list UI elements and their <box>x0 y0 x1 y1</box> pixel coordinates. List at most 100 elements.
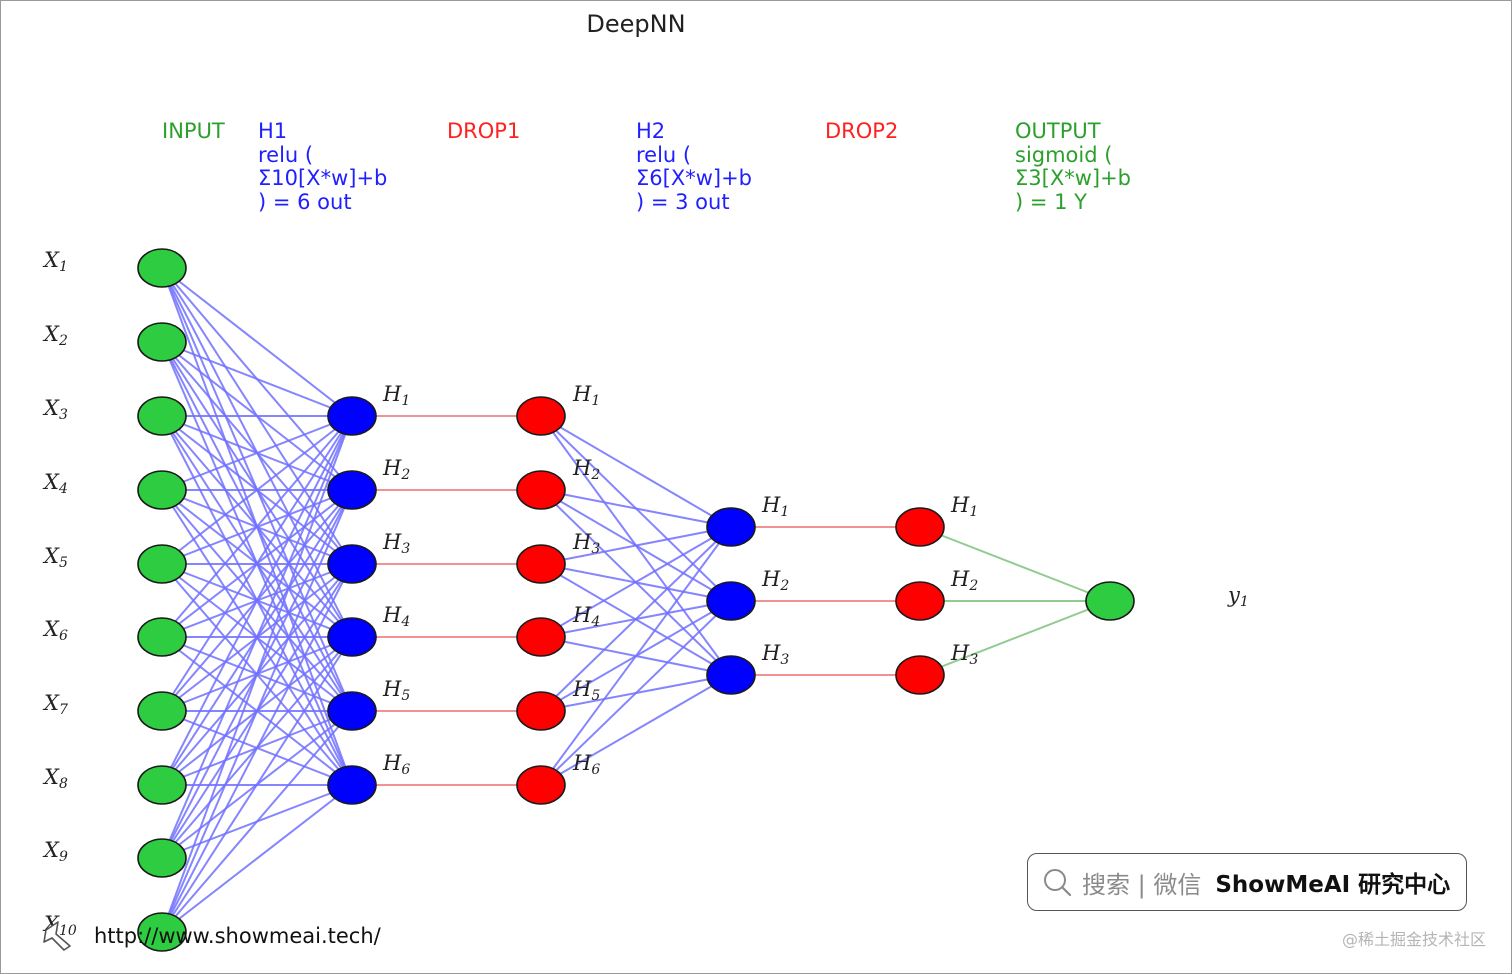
dense-edge-input-h1 <box>161 710 353 933</box>
output-node-label: y1 <box>1228 583 1249 610</box>
layer-label-input: INPUT <box>162 119 225 143</box>
dense-edge-input-h1 <box>161 415 353 859</box>
input-node <box>137 396 187 436</box>
hidden2-node-label: H3 <box>762 641 790 668</box>
dense-edge-input-h1 <box>161 415 353 491</box>
node-layer <box>137 248 1135 952</box>
input-node-label: X9 <box>44 838 68 865</box>
drop1-node <box>516 544 566 584</box>
output-edge <box>919 526 1111 602</box>
dense-edge-drop1-h2 <box>540 526 732 712</box>
dense-edge-drop1-h2 <box>540 600 732 786</box>
dense-edge-drop1-h2 <box>540 674 732 786</box>
dense-edge-input-h1 <box>161 415 353 933</box>
drop1-node-label: H5 <box>573 677 601 704</box>
drop1-node <box>516 765 566 805</box>
input-node <box>137 248 187 288</box>
drop2-node <box>895 507 945 547</box>
dense-edge-input-h1 <box>161 489 353 933</box>
dense-edge-input-h1 <box>161 341 353 417</box>
hidden2-node-label: H1 <box>762 493 790 520</box>
drop1-node-label: H1 <box>573 382 601 409</box>
drop2-node <box>895 655 945 695</box>
hidden1-node <box>327 396 377 436</box>
site-url[interactable]: http://www.showmeai.tech/ <box>94 924 381 948</box>
input-node-label: X2 <box>44 322 68 349</box>
input-node-label: X7 <box>44 691 68 718</box>
drop1-node-label: H3 <box>573 530 601 557</box>
output-edge <box>919 600 1111 676</box>
input-node-label: X4 <box>44 470 68 497</box>
dense-edge-input-h1 <box>161 415 353 565</box>
layer-label-h2: H2 relu ( Σ6[X*w]+b ) = 3 out <box>636 119 753 214</box>
hidden1-node-label: H5 <box>383 677 411 704</box>
dense-edge-input-h1 <box>161 784 353 933</box>
input-node <box>137 544 187 584</box>
drop1-node-label: H6 <box>573 751 601 778</box>
dense-edge-drop1-h2 <box>540 489 732 528</box>
drop2-node-label: H2 <box>951 567 979 594</box>
layer-label-drop1: DROP1 <box>447 119 521 143</box>
hidden1-node <box>327 470 377 510</box>
input-node <box>137 765 187 805</box>
layer-label-output: OUTPUT sigmoid ( Σ3[X*w]+b ) = 1 Y <box>1015 119 1132 214</box>
hidden2-node-label: H2 <box>762 567 790 594</box>
search-prompt-text: 搜索 | 微信 <box>1082 870 1202 899</box>
hidden1-node-label: H1 <box>383 382 411 409</box>
output-node <box>1085 581 1135 621</box>
hidden1-node-label: H3 <box>383 530 411 557</box>
layer-label-h1: H1 relu ( Σ10[X*w]+b ) = 6 out <box>258 119 388 214</box>
dense-edge-drop1-h2 <box>540 526 732 565</box>
input-node <box>137 691 187 731</box>
edge-layer <box>161 267 1111 933</box>
input-node <box>137 617 187 657</box>
input-node-label: X1 <box>44 248 68 275</box>
dense-edge-input-h1 <box>161 636 353 933</box>
input-node <box>137 912 187 952</box>
output-label-sub: 1 <box>1239 594 1249 610</box>
dense-edge-input-h1 <box>161 415 353 712</box>
search-box[interactable]: 搜索 | 微信 ShowMeAI 研究中心 <box>1027 853 1467 911</box>
drop1-node-label: H4 <box>573 603 601 630</box>
dense-edge-drop1-h2 <box>540 415 732 528</box>
watermark-text: @稀土掘金技术社区 <box>1341 930 1486 949</box>
brand-name-text: ShowMeAI 研究中心 <box>1215 872 1451 898</box>
drop2-node-label: H1 <box>951 493 979 520</box>
search-icon <box>1044 869 1072 897</box>
input-node-label: X3 <box>44 396 68 423</box>
cursor-icon <box>43 921 71 951</box>
hidden2-node <box>706 507 756 547</box>
input-node <box>137 470 187 510</box>
hidden1-node-label: H6 <box>383 751 411 778</box>
drop2-node-label: H3 <box>951 641 979 668</box>
hidden1-node <box>327 544 377 584</box>
dense-edge-input-h1 <box>161 267 353 417</box>
input-node-label: X5 <box>44 544 68 571</box>
drop2-node <box>895 581 945 621</box>
drop1-node <box>516 470 566 510</box>
input-node-label: X6 <box>44 617 68 644</box>
hidden1-node <box>327 617 377 657</box>
hidden1-node <box>327 765 377 805</box>
hidden1-node <box>327 691 377 731</box>
dense-edge-drop1-h2 <box>540 526 732 638</box>
input-node <box>137 322 187 362</box>
drop1-node <box>516 691 566 731</box>
drop1-node <box>516 396 566 436</box>
hidden2-node <box>706 581 756 621</box>
dense-edge-input-h1 <box>161 415 353 786</box>
hidden2-node <box>706 655 756 695</box>
input-node <box>137 838 187 878</box>
hidden1-node-label: H4 <box>383 603 411 630</box>
url-row[interactable]: http://www.showmeai.tech/ <box>40 916 381 956</box>
layer-label-drop2: DROP2 <box>825 119 899 143</box>
hidden1-node-label: H2 <box>383 456 411 483</box>
dense-edge-input-h1 <box>161 563 353 933</box>
input-node-label: X8 <box>44 765 68 792</box>
dense-edge-input-h1 <box>161 415 353 638</box>
dense-edge-drop1-h2 <box>540 526 732 786</box>
drop1-node-label: H2 <box>573 456 601 483</box>
diagram-title: DeepNN <box>586 10 686 38</box>
output-label-name: y <box>1228 583 1240 607</box>
